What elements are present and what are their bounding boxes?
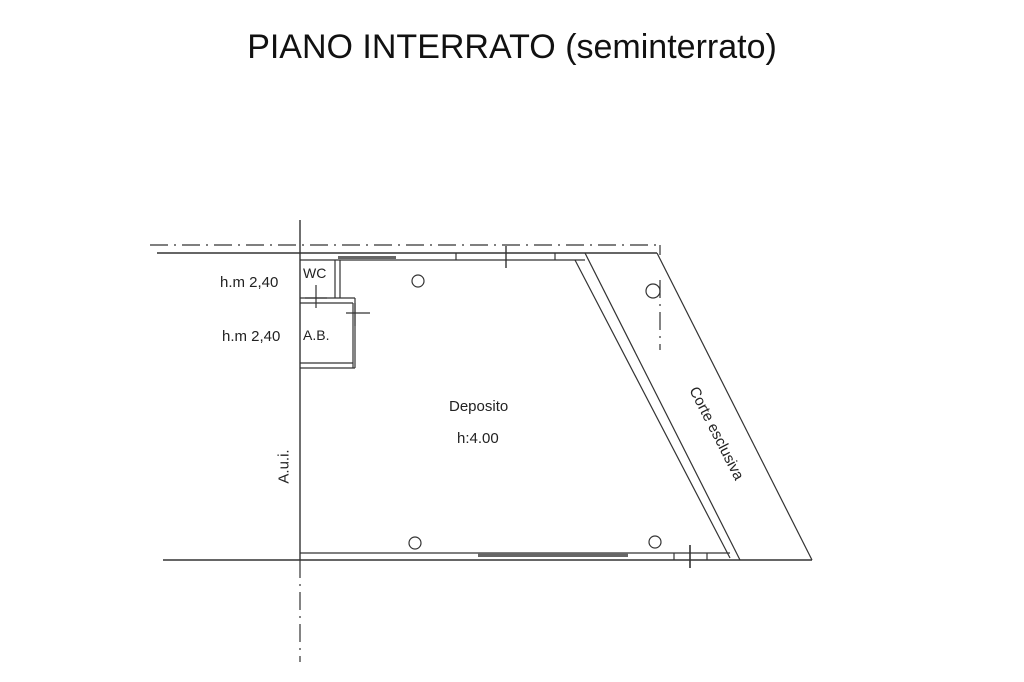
room-height-ab: h.m 2,40 [222, 328, 281, 345]
side-label: A.u.i. [275, 449, 293, 484]
column-icon [411, 274, 425, 288]
drawing-title: PIANO INTERRATO (seminterrato) [247, 28, 777, 66]
room-label-deposito: Deposito [449, 398, 509, 415]
room-label-ab: A.B. [303, 327, 330, 343]
room-label-wc: WC [303, 265, 327, 281]
room-height-wc: h.m 2,40 [220, 274, 279, 291]
column-icon [648, 535, 662, 549]
room-height-deposito: h:4.00 [457, 430, 499, 447]
column-icon [408, 536, 422, 550]
column-icon [645, 283, 661, 299]
